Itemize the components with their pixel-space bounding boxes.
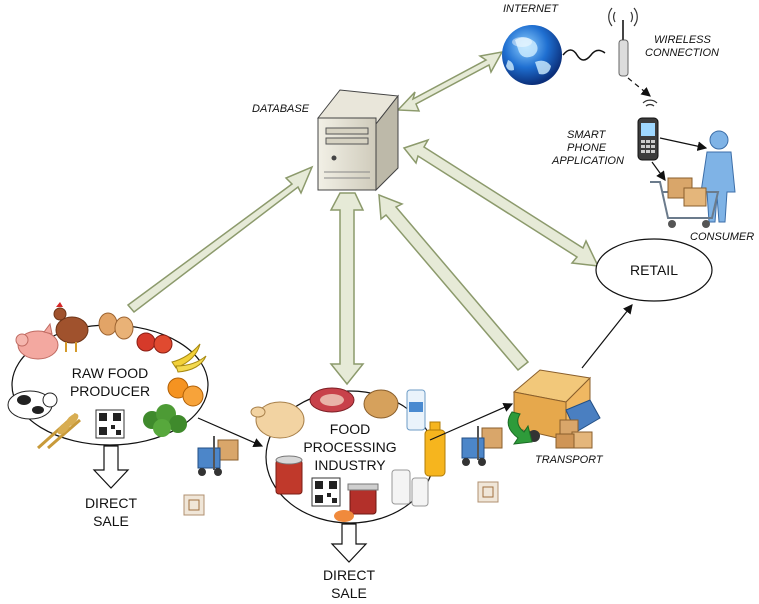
wireless-label-line2: CONNECTION <box>645 47 719 59</box>
raw-to-processing-arrow <box>197 417 264 448</box>
server-icon <box>317 89 399 192</box>
internet-node: INTERNET <box>502 3 606 85</box>
smartphone-label-line2: PHONE <box>567 142 607 154</box>
bananas-icon <box>171 343 207 373</box>
retail-node: RETAIL <box>595 238 713 302</box>
hen-icon <box>53 302 89 352</box>
direct-sale-arrow-1 <box>92 445 130 489</box>
juice-icon <box>424 421 446 477</box>
retail-label: RETAIL <box>630 262 678 278</box>
phone-to-consumer-arrow <box>659 137 708 151</box>
smartphone-icon <box>637 99 659 161</box>
milk-icon <box>406 389 426 431</box>
direct-sale-1-label-line2: SALE <box>93 513 129 529</box>
processing-to-transport-arrow <box>429 402 514 441</box>
direct-sale-arrow-2 <box>330 523 368 563</box>
broccoli-icon <box>143 404 187 437</box>
smartphone-label-line3: APPLICATION <box>551 155 624 167</box>
smartphone-label-line1: SMART <box>567 129 607 141</box>
consumer-label: CONSUMER <box>690 231 754 243</box>
globe-icon <box>502 25 562 85</box>
wheat-icon <box>36 412 81 450</box>
boxes-icon <box>555 419 593 449</box>
shopping-cart-icon <box>650 177 720 228</box>
processing-label-line3: INDUSTRY <box>314 457 386 473</box>
arrows-to-database <box>126 50 600 386</box>
raw-food-producer-node: RAW FOOD PRODUCER <box>7 302 209 450</box>
arrow-processing-database <box>329 192 365 386</box>
arrow-database-internet <box>396 50 504 112</box>
qr-code-icon <box>95 409 125 439</box>
raw-producer-label-line2: PRODUCER <box>70 383 150 399</box>
forklift-icon <box>461 426 503 466</box>
arrow-transport-to-database <box>378 193 530 372</box>
chicken-icon <box>250 401 305 439</box>
arrow-raw-to-database <box>126 165 314 314</box>
canned-food-icon <box>275 455 303 495</box>
jam-jar-icon <box>334 483 379 522</box>
internet-label: INTERNET <box>503 3 559 15</box>
direct-sale-2-label-line1: DIRECT <box>323 567 376 583</box>
processing-label-line1: FOOD <box>330 421 370 437</box>
wireless-dashed-link <box>627 77 651 97</box>
rfid-tag-icon <box>477 481 499 503</box>
raw-producer-label-line1: RAW FOOD <box>72 365 148 381</box>
person-icon <box>700 130 736 223</box>
direct-sale-2-label-line2: SALE <box>331 585 367 601</box>
forklift-icon <box>197 436 239 476</box>
phone-to-cart-arrow <box>651 161 666 181</box>
apples-icon <box>136 332 173 354</box>
pig-icon <box>15 322 59 360</box>
bread-icon <box>363 389 399 419</box>
transport-label: TRANSPORT <box>535 454 604 466</box>
antenna-icon <box>608 7 638 77</box>
meat-icon <box>309 387 355 413</box>
milk-icon <box>391 469 429 507</box>
link-cable <box>562 49 606 61</box>
qr-code-icon <box>311 477 341 507</box>
eggs-icon <box>98 312 134 340</box>
food-processing-node: FOOD PROCESSING INDUSTRY <box>250 387 446 524</box>
processing-label-line2: PROCESSING <box>303 439 396 455</box>
transport-to-retail-arrow <box>581 304 633 369</box>
wireless-label-line1: WIRELESS <box>654 34 712 46</box>
database-label: DATABASE <box>252 103 310 115</box>
cow-icon <box>7 390 58 420</box>
direct-sale-1-label-line1: DIRECT <box>85 495 138 511</box>
oranges-icon <box>167 377 204 407</box>
rfid-tag-icon <box>183 494 205 516</box>
